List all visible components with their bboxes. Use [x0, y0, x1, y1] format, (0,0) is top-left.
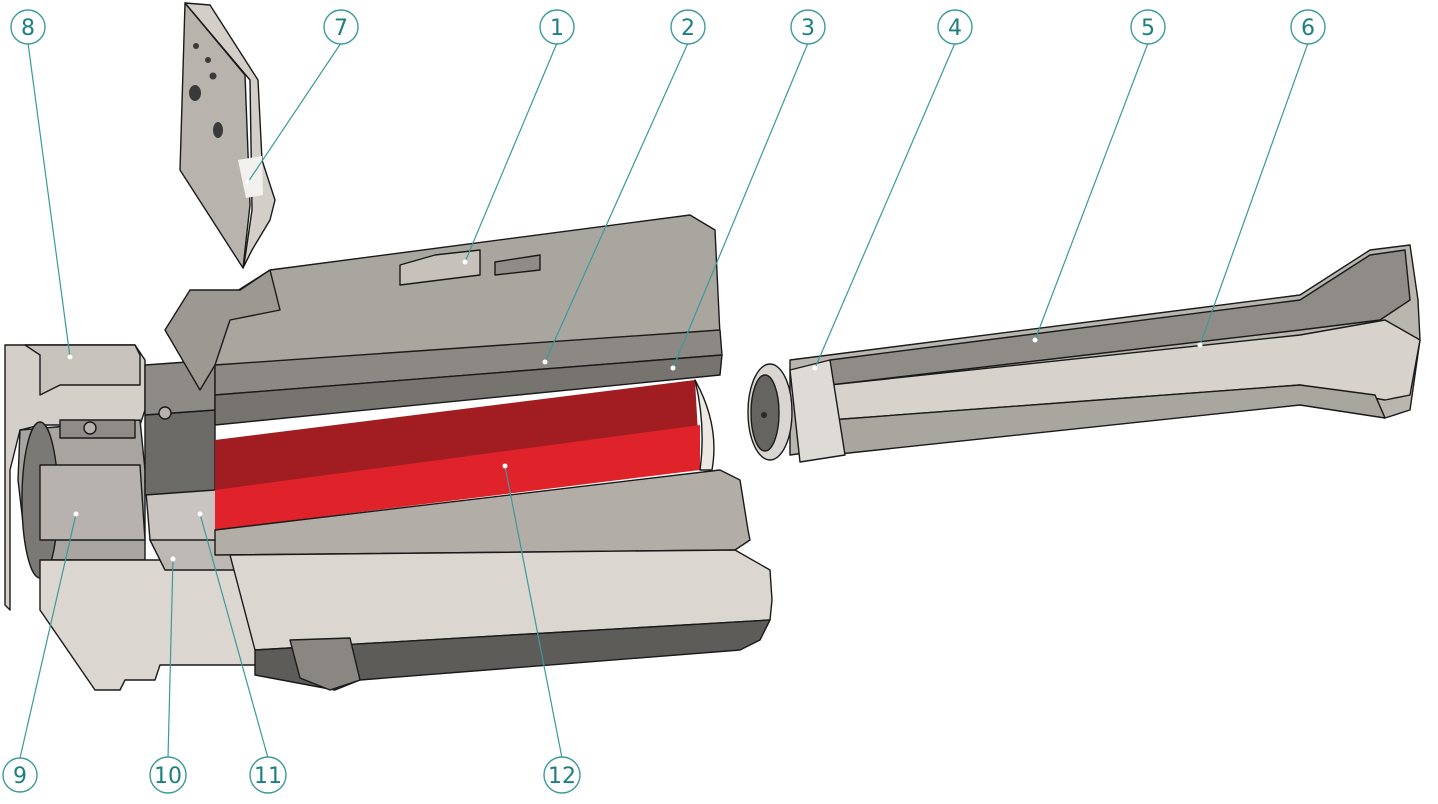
- callout-5: 5: [1130, 9, 1166, 45]
- callout-label-6: 6: [1301, 16, 1315, 41]
- callout-label-2: 2: [681, 16, 695, 41]
- callout-3: 3: [790, 9, 826, 45]
- callout-12: 12: [543, 756, 581, 794]
- callout-label-3: 3: [801, 16, 815, 41]
- callout-label-7: 7: [334, 16, 348, 41]
- callout-label-4: 4: [948, 16, 962, 41]
- callout-label-10: 10: [154, 764, 182, 789]
- callout-label-8: 8: [21, 16, 35, 41]
- callout-label-1: 1: [550, 16, 564, 41]
- mandrel: [747, 244, 1421, 463]
- callout-1: 1: [539, 9, 575, 45]
- callout-10: 10: [149, 756, 187, 794]
- callout-2: 2: [670, 9, 706, 45]
- main-housing: [164, 214, 773, 691]
- callout-8: 8: [10, 9, 46, 45]
- callout-6: 6: [1290, 9, 1326, 45]
- callout-label-12: 12: [548, 764, 576, 789]
- callout-label-11: 11: [254, 764, 282, 789]
- callout-label-5: 5: [1141, 16, 1155, 41]
- callout-label-9: 9: [13, 764, 27, 789]
- leader-lines: [19, 42, 1309, 759]
- callout-9: 9: [2, 757, 38, 793]
- callout-4: 4: [937, 9, 973, 45]
- attachment-dots: [67, 179, 1203, 562]
- callout-7: 7: [323, 9, 359, 45]
- callout-11: 11: [249, 756, 287, 794]
- part-7-plate: [179, 2, 276, 269]
